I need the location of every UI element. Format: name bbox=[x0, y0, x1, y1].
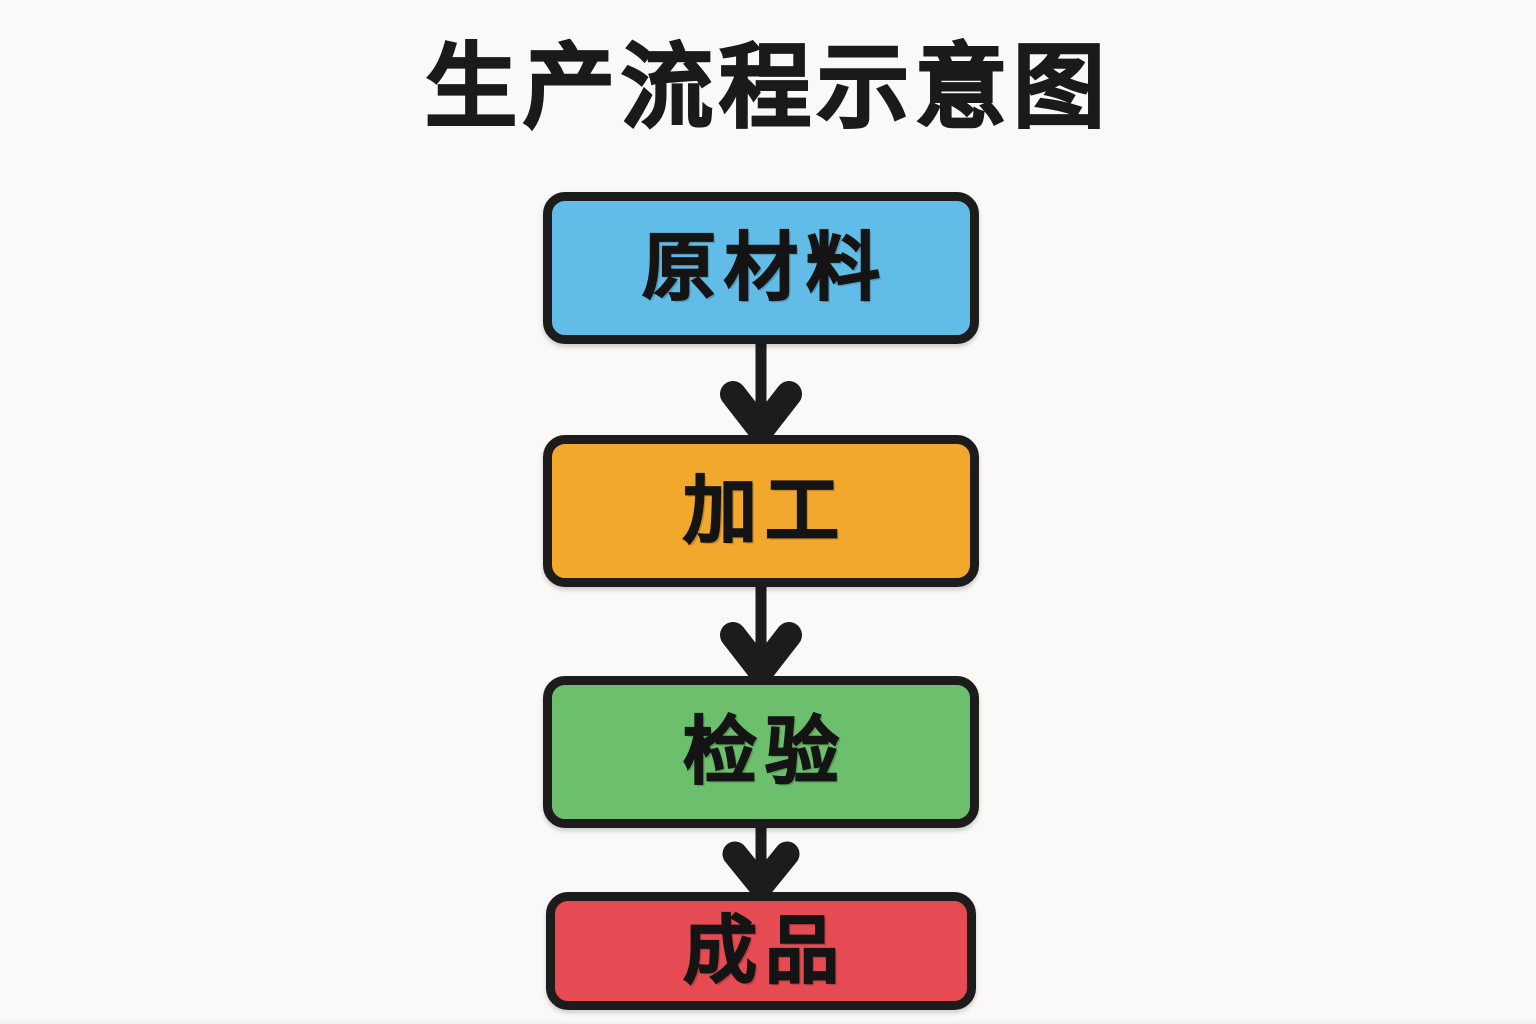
flow-node-raw-material[interactable]: 原材料 bbox=[543, 192, 979, 344]
arrow-raw-material-to-processing bbox=[720, 344, 802, 443]
flow-node-inspection[interactable]: 检验 bbox=[543, 676, 979, 828]
flow-node-label: 加工 bbox=[682, 469, 847, 552]
flow-node-label: 成品 bbox=[682, 909, 847, 992]
flow-node-finished-product[interactable]: 成品 bbox=[546, 892, 976, 1010]
flow-node-label: 原材料 bbox=[641, 226, 888, 309]
arrow-processing-to-inspection bbox=[720, 587, 802, 684]
flow-node-processing[interactable]: 加工 bbox=[543, 435, 979, 587]
page-bottom-shade bbox=[0, 1018, 1536, 1024]
arrow-inspection-to-finished-product bbox=[722, 828, 800, 899]
flow-node-column: 原材料 加工 检验 成品 bbox=[543, 192, 983, 1012]
page-title: 生产流程示意图 bbox=[424, 36, 1111, 140]
flow-node-label: 检验 bbox=[682, 710, 847, 793]
